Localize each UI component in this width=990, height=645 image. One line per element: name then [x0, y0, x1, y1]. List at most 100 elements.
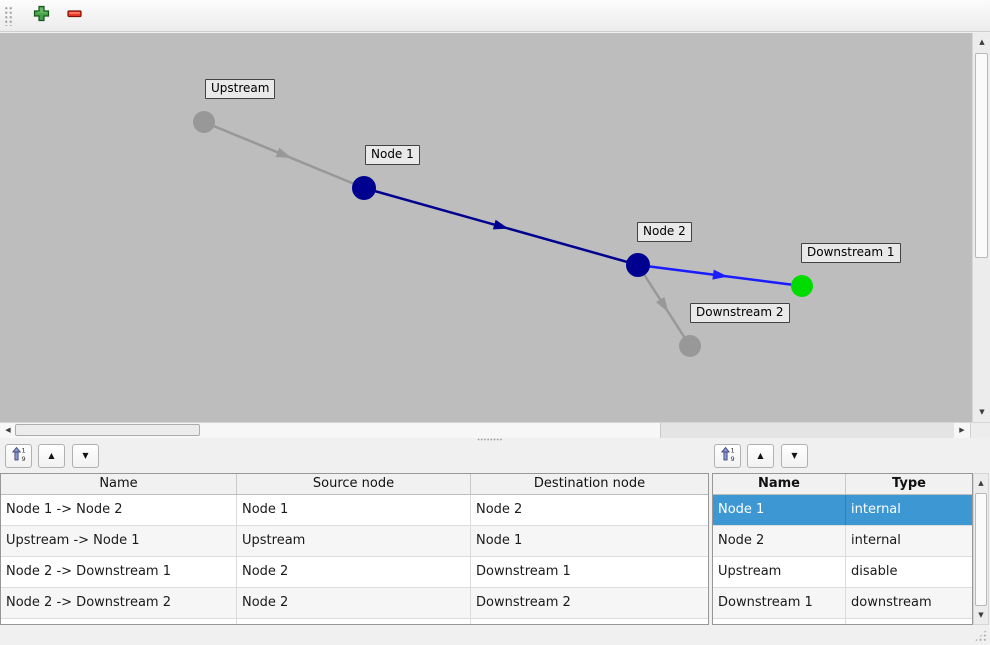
scroll-down-arrow-icon[interactable]: ▼: [979, 408, 985, 416]
table-cell[interactable]: Node 2 -> Downstream 1: [1, 557, 237, 587]
add-node-button[interactable]: [27, 3, 55, 29]
graph-node[interactable]: [193, 111, 215, 133]
table-cell[interactable]: Node 1: [476, 533, 523, 548]
table-toolbars: 1 9 ▲ ▼ 1 9 ▲ ▼: [0, 442, 990, 471]
canvas-hscrollbar-thumb[interactable]: [15, 424, 200, 436]
edge-arrowhead-icon: [275, 147, 292, 159]
splitter-grip-dots-icon: [477, 438, 503, 441]
node-move-up-button[interactable]: ▲: [747, 444, 774, 468]
toolbar-drag-grip[interactable]: [4, 5, 13, 26]
column-header[interactable]: Name: [1, 474, 237, 494]
up-triangle-icon: ▲: [757, 451, 764, 460]
scroll-down-arrow-icon[interactable]: ▼: [978, 610, 984, 619]
sort-ascending-1-9-icon: 1 9: [720, 446, 736, 466]
minus-icon: [66, 5, 83, 26]
svg-text:1: 1: [21, 447, 25, 455]
remove-node-button[interactable]: [60, 3, 88, 29]
empty-cell: [237, 619, 471, 624]
table-cell[interactable]: Node 1: [713, 495, 846, 525]
empty-cell: [1, 619, 237, 624]
scroll-up-arrow-icon[interactable]: ▲: [978, 478, 984, 487]
table-cell[interactable]: Node 2: [237, 557, 471, 587]
svg-text:9: 9: [21, 455, 25, 462]
canvas-vscrollbar-thumb[interactable]: [975, 53, 988, 258]
column-header[interactable]: Destination node: [533, 476, 646, 491]
sort-ascending-1-9-icon: 1 9: [11, 446, 27, 466]
table-cell[interactable]: Node 2 -> Downstream 2: [1, 588, 237, 618]
column-header[interactable]: Source node: [237, 474, 471, 494]
main-toolbar: [0, 0, 990, 32]
table-cell[interactable]: Upstream -> Node 1: [1, 526, 237, 556]
table-cell[interactable]: Downstream 1: [713, 588, 846, 618]
table-cell[interactable]: downstream: [851, 595, 932, 610]
graph-svg: [193, 111, 813, 357]
column-header[interactable]: Name: [713, 474, 846, 494]
node-sort-button[interactable]: 1 9: [714, 444, 741, 468]
edge-move-up-button[interactable]: ▲: [38, 444, 65, 468]
plus-icon: [33, 5, 50, 26]
edge-arrowhead-icon: [656, 296, 669, 313]
window-resize-grip[interactable]: [974, 629, 987, 642]
canvas-horizontal-scrollbar[interactable]: ◀ ▶: [0, 422, 990, 438]
table-cell[interactable]: Node 2: [713, 526, 846, 556]
edge-sort-button[interactable]: 1 9: [5, 444, 32, 468]
node-label[interactable]: Downstream 2: [690, 303, 790, 323]
nodes-table-scrollbar[interactable]: ▲ ▼: [973, 473, 989, 625]
status-bar: [0, 625, 990, 645]
nodes-table-scrollbar-thumb[interactable]: [975, 493, 987, 606]
nodes-table-header: Name Type: [713, 474, 972, 495]
hscrollbar-track-right[interactable]: [660, 423, 954, 438]
pane-splitter-handle[interactable]: [0, 438, 990, 443]
empty-row: [1, 619, 708, 624]
table-cell[interactable]: Node 1 -> Node 2: [1, 495, 237, 525]
node-label[interactable]: Upstream: [205, 79, 276, 99]
node-move-down-button[interactable]: ▼: [781, 444, 808, 468]
down-triangle-icon: ▼: [82, 451, 89, 460]
table-cell[interactable]: Downstream 2: [476, 595, 571, 610]
table-cell[interactable]: Upstream: [237, 526, 471, 556]
empty-cell: [713, 619, 846, 624]
node-label[interactable]: Node 2: [637, 222, 692, 242]
edge-move-down-button[interactable]: ▼: [72, 444, 99, 468]
svg-text:9: 9: [730, 455, 734, 462]
scroll-right-arrow-icon[interactable]: ▶: [959, 426, 965, 434]
graph-node[interactable]: [352, 176, 376, 200]
column-header[interactable]: Type: [892, 476, 926, 491]
node-label[interactable]: Node 1: [365, 145, 420, 165]
node-label[interactable]: Downstream 1: [801, 243, 901, 263]
down-triangle-icon: ▼: [791, 451, 798, 460]
scroll-left-arrow-icon[interactable]: ◀: [5, 426, 11, 434]
table-row[interactable]: Node 2 internal: [713, 526, 972, 557]
table-cell[interactable]: internal: [851, 502, 901, 517]
table-cell[interactable]: Node 2: [237, 588, 471, 618]
edge-arrowhead-icon: [712, 269, 728, 280]
graph-node[interactable]: [626, 253, 650, 277]
table-cell[interactable]: Downstream 1: [476, 564, 571, 579]
scroll-up-arrow-icon[interactable]: ▲: [979, 38, 985, 46]
table-cell[interactable]: disable: [851, 564, 898, 579]
graph-node[interactable]: [791, 275, 813, 297]
table-cell[interactable]: Upstream: [713, 557, 846, 587]
table-cell[interactable]: Node 1: [237, 495, 471, 525]
up-triangle-icon: ▲: [48, 451, 55, 460]
scrollbar-corner: [970, 423, 990, 438]
table-row[interactable]: Node 1 internal: [713, 495, 972, 526]
table-cell[interactable]: internal: [851, 533, 901, 548]
canvas-vertical-scrollbar[interactable]: ▲ ▼: [972, 33, 990, 422]
table-row[interactable]: Upstream disable: [713, 557, 972, 588]
graph-node[interactable]: [679, 335, 701, 357]
table-row[interactable]: Downstream 1 downstream: [713, 588, 972, 619]
empty-row: [713, 619, 972, 624]
table-cell[interactable]: Node 2: [476, 502, 523, 517]
svg-text:1: 1: [730, 447, 734, 455]
